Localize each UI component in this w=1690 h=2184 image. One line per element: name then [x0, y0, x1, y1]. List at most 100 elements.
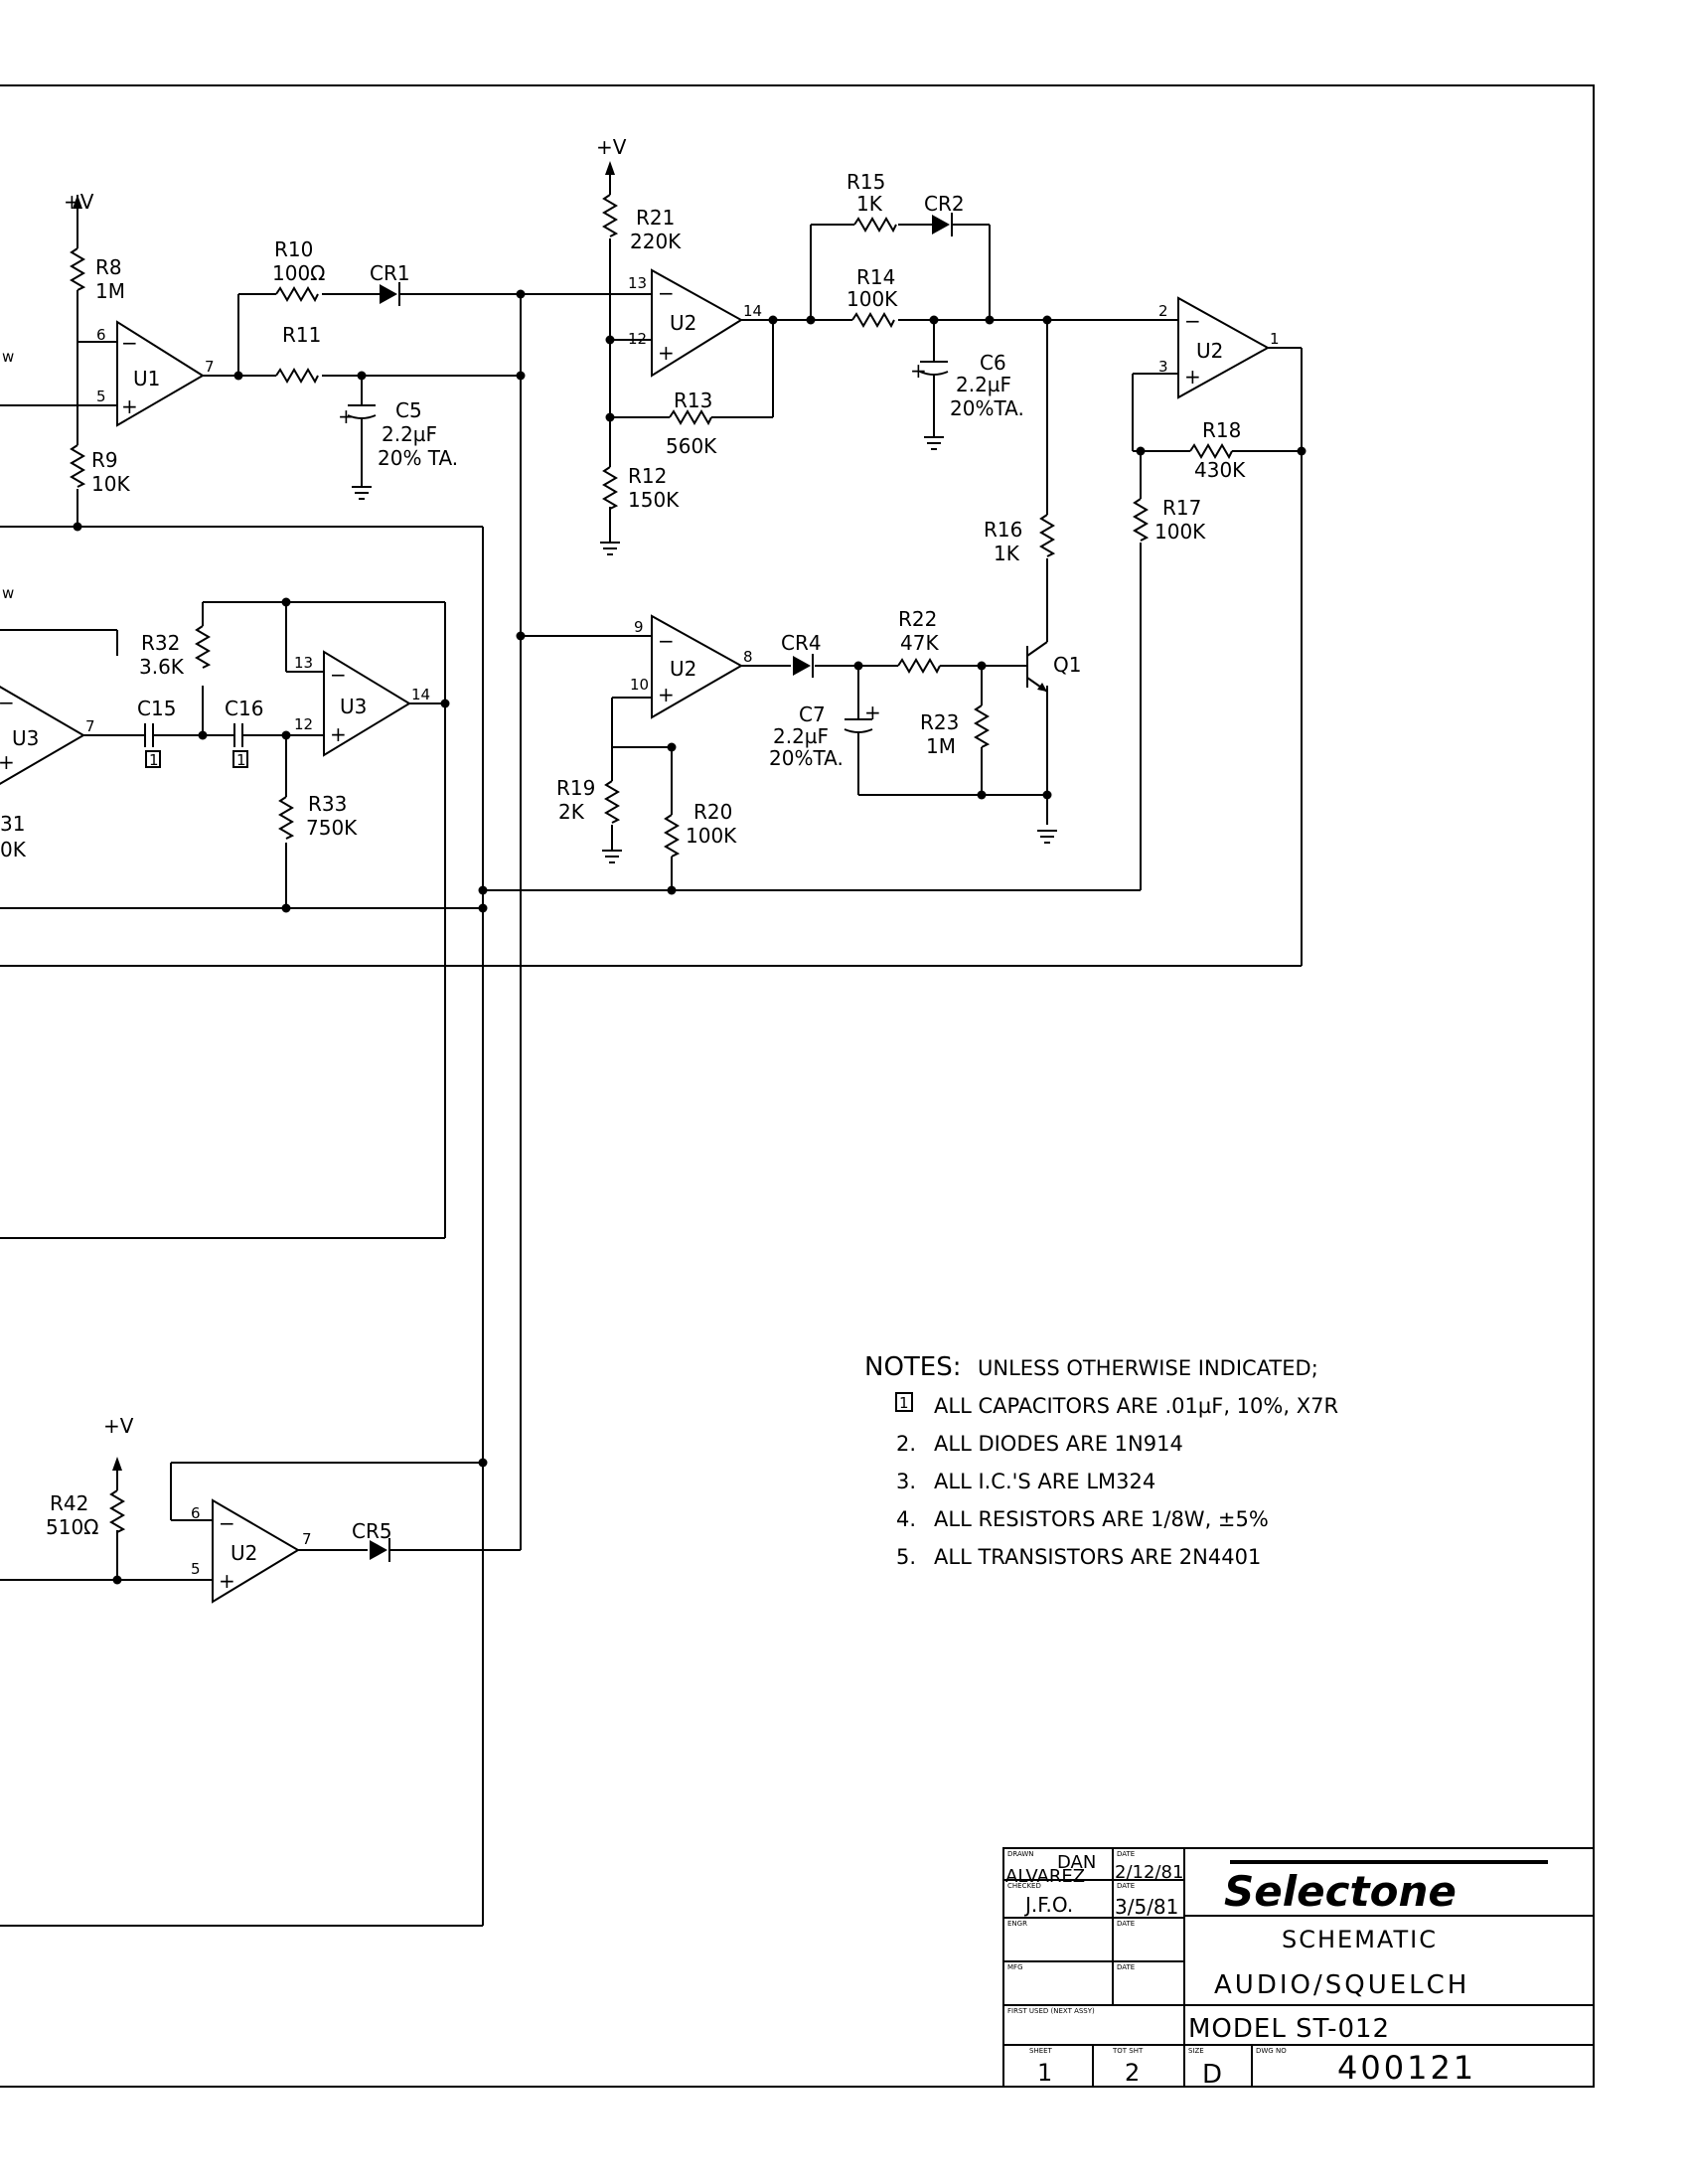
c7-tol: 20%TA. [769, 746, 844, 770]
resistors [71, 194, 1233, 1533]
u1-pin5: 5 [96, 388, 106, 405]
note-3-text: ALL I.C.'S ARE LM324 [934, 1470, 1155, 1493]
vplus-arrow-3 [112, 1457, 122, 1471]
u1-triangle [116, 320, 205, 427]
date-label-4: DATE [1117, 1963, 1135, 1971]
r18-ref: R18 [1202, 418, 1241, 442]
notes-block: NOTES: UNLESS OTHERWISE INDICATED; 1 ALL… [864, 1352, 1338, 1569]
c6-symbol [919, 361, 949, 399]
note-2-num: 2. [896, 1432, 916, 1456]
u3b-triangle [323, 650, 411, 757]
u2b-plus: + [1184, 365, 1201, 389]
r12-ref: R12 [628, 464, 667, 488]
edge-label-w2: w [2, 584, 14, 602]
r19-value: 2K [558, 800, 585, 824]
c5-tol: 20% TA. [378, 446, 458, 470]
r12-symbol [603, 466, 617, 510]
r20-value: 100K [686, 824, 737, 848]
u2a-pin14: 14 [743, 302, 762, 320]
drawn-date: 2/12/81 [1115, 1862, 1183, 1883]
r16-value: 1K [994, 542, 1020, 565]
vplus-arrow-2 [605, 161, 615, 175]
c6-ref: C6 [980, 351, 1006, 375]
date-label-2: DATE [1117, 1882, 1135, 1890]
r32-value: 3.6K [139, 655, 185, 679]
cr5-symbol [370, 1538, 390, 1562]
r14-symbol [851, 313, 895, 327]
u3b-pin13: 13 [294, 654, 313, 672]
c7-symbol [844, 718, 873, 747]
r19-symbol [605, 780, 619, 824]
capacitors: + + + [144, 359, 949, 768]
note-1-text: ALL CAPACITORS ARE .01µF, 10%, X7R [934, 1394, 1338, 1418]
note-1-num: 1 [899, 1394, 909, 1412]
r17-ref: R17 [1162, 496, 1201, 520]
u3a-triangle [0, 686, 85, 785]
r11-ref: R11 [282, 323, 321, 347]
engr-label: ENGR [1007, 1920, 1027, 1928]
u2a-label: U2 [670, 311, 696, 335]
checked-by: J.F.O. [1023, 1893, 1073, 1917]
r42-symbol [110, 1489, 124, 1533]
model-number: MODEL ST-012 [1188, 2014, 1390, 2044]
note-2-text: ALL DIODES ARE 1N914 [934, 1432, 1183, 1456]
component-labels: R8 1M R9 10K R10 100Ω CR1 R11 C5 2.2µF 2… [0, 170, 1246, 1543]
r23-ref: R23 [920, 710, 959, 734]
c6-tol: 20%TA. [950, 396, 1024, 420]
r14-ref: R14 [856, 265, 895, 289]
cr4-ref: CR4 [781, 631, 822, 655]
r22-value: 47K [900, 631, 939, 655]
r8-symbol [71, 247, 84, 291]
c16-ref: C16 [225, 697, 263, 720]
u2d-minus: − [219, 1511, 235, 1535]
note-3-num: 3. [896, 1470, 916, 1493]
notes-subheading: UNLESS OTHERWISE INDICATED; [978, 1356, 1318, 1380]
r20-symbol [665, 814, 679, 858]
mfg-label: MFG [1007, 1963, 1023, 1971]
r31-value-partial: 0K [0, 838, 27, 861]
u1-plus: + [121, 394, 138, 418]
q1-ref: Q1 [1053, 653, 1081, 677]
r17-symbol [1134, 498, 1148, 542]
c7-ref: C7 [799, 702, 826, 726]
drawn-by-2: ALVAREZ [1005, 1866, 1085, 1887]
cr2-ref: CR2 [924, 192, 965, 216]
u2c-pin10: 10 [630, 676, 649, 694]
junction-dots [73, 289, 1306, 1585]
first-used-label: FIRST USED (NEXT ASSY) [1007, 2007, 1095, 2015]
note-4-num: 4. [896, 1507, 916, 1531]
u2b-pin2: 2 [1158, 302, 1168, 320]
u3a-pin7: 7 [85, 717, 95, 735]
cr4-symbol [793, 654, 814, 678]
r31-ref-partial: 31 [0, 812, 25, 836]
ground-symbols [352, 436, 1057, 863]
total-sheets: 2 [1125, 2059, 1140, 2087]
q1-symbol [1026, 622, 1048, 693]
r32-symbol [196, 625, 210, 669]
cr2-symbol [922, 213, 953, 236]
r10-ref: R10 [274, 237, 313, 261]
u2b-label: U2 [1196, 339, 1223, 363]
u1-pin6: 6 [96, 326, 106, 344]
r16-ref: R16 [984, 518, 1022, 542]
r10-symbol [275, 287, 319, 301]
r23-value: 1M [926, 734, 956, 758]
u2a-pin13: 13 [628, 274, 647, 292]
u2a-minus: − [658, 281, 675, 305]
r22-symbol [897, 659, 941, 673]
r14-value: 100K [846, 287, 898, 311]
c5-ref: C5 [395, 398, 422, 422]
dwg-no-label: DWG NO [1256, 2047, 1287, 2055]
total-sheets-label: TOT SHT [1112, 2047, 1144, 2055]
c5-symbol [347, 404, 377, 437]
notes-heading: NOTES: [864, 1352, 962, 1382]
title-block: DRAWN DATE DAN ALVAREZ 2/12/81 CHECKED D… [1002, 1847, 1595, 2090]
u2c-plus: + [658, 683, 675, 706]
c15-ref: C15 [137, 697, 176, 720]
r15-symbol [853, 218, 897, 232]
r13-value: 560K [666, 434, 717, 458]
u3b-minus: − [330, 663, 347, 687]
u2a-plus: + [658, 341, 675, 365]
supply-arrows [73, 161, 615, 1471]
